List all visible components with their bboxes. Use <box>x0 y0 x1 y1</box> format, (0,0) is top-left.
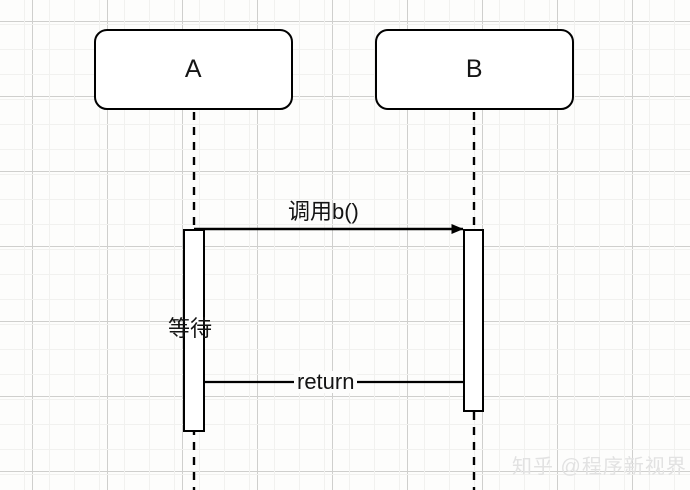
participant-label-b: B <box>465 55 484 83</box>
watermark: 知乎 @程序新视界 <box>512 456 687 478</box>
activation-bar-a[interactable] <box>183 229 205 432</box>
activation-bar-b[interactable] <box>463 229 484 412</box>
participant-box-a[interactable]: A <box>94 29 293 110</box>
note-label-wait: 等待 <box>168 316 213 341</box>
message-label-return[interactable]: return <box>294 371 358 393</box>
participant-box-b[interactable]: B <box>375 29 574 110</box>
message-label-call[interactable]: 调用b() <box>288 199 359 224</box>
participant-label-a: A <box>184 55 203 83</box>
